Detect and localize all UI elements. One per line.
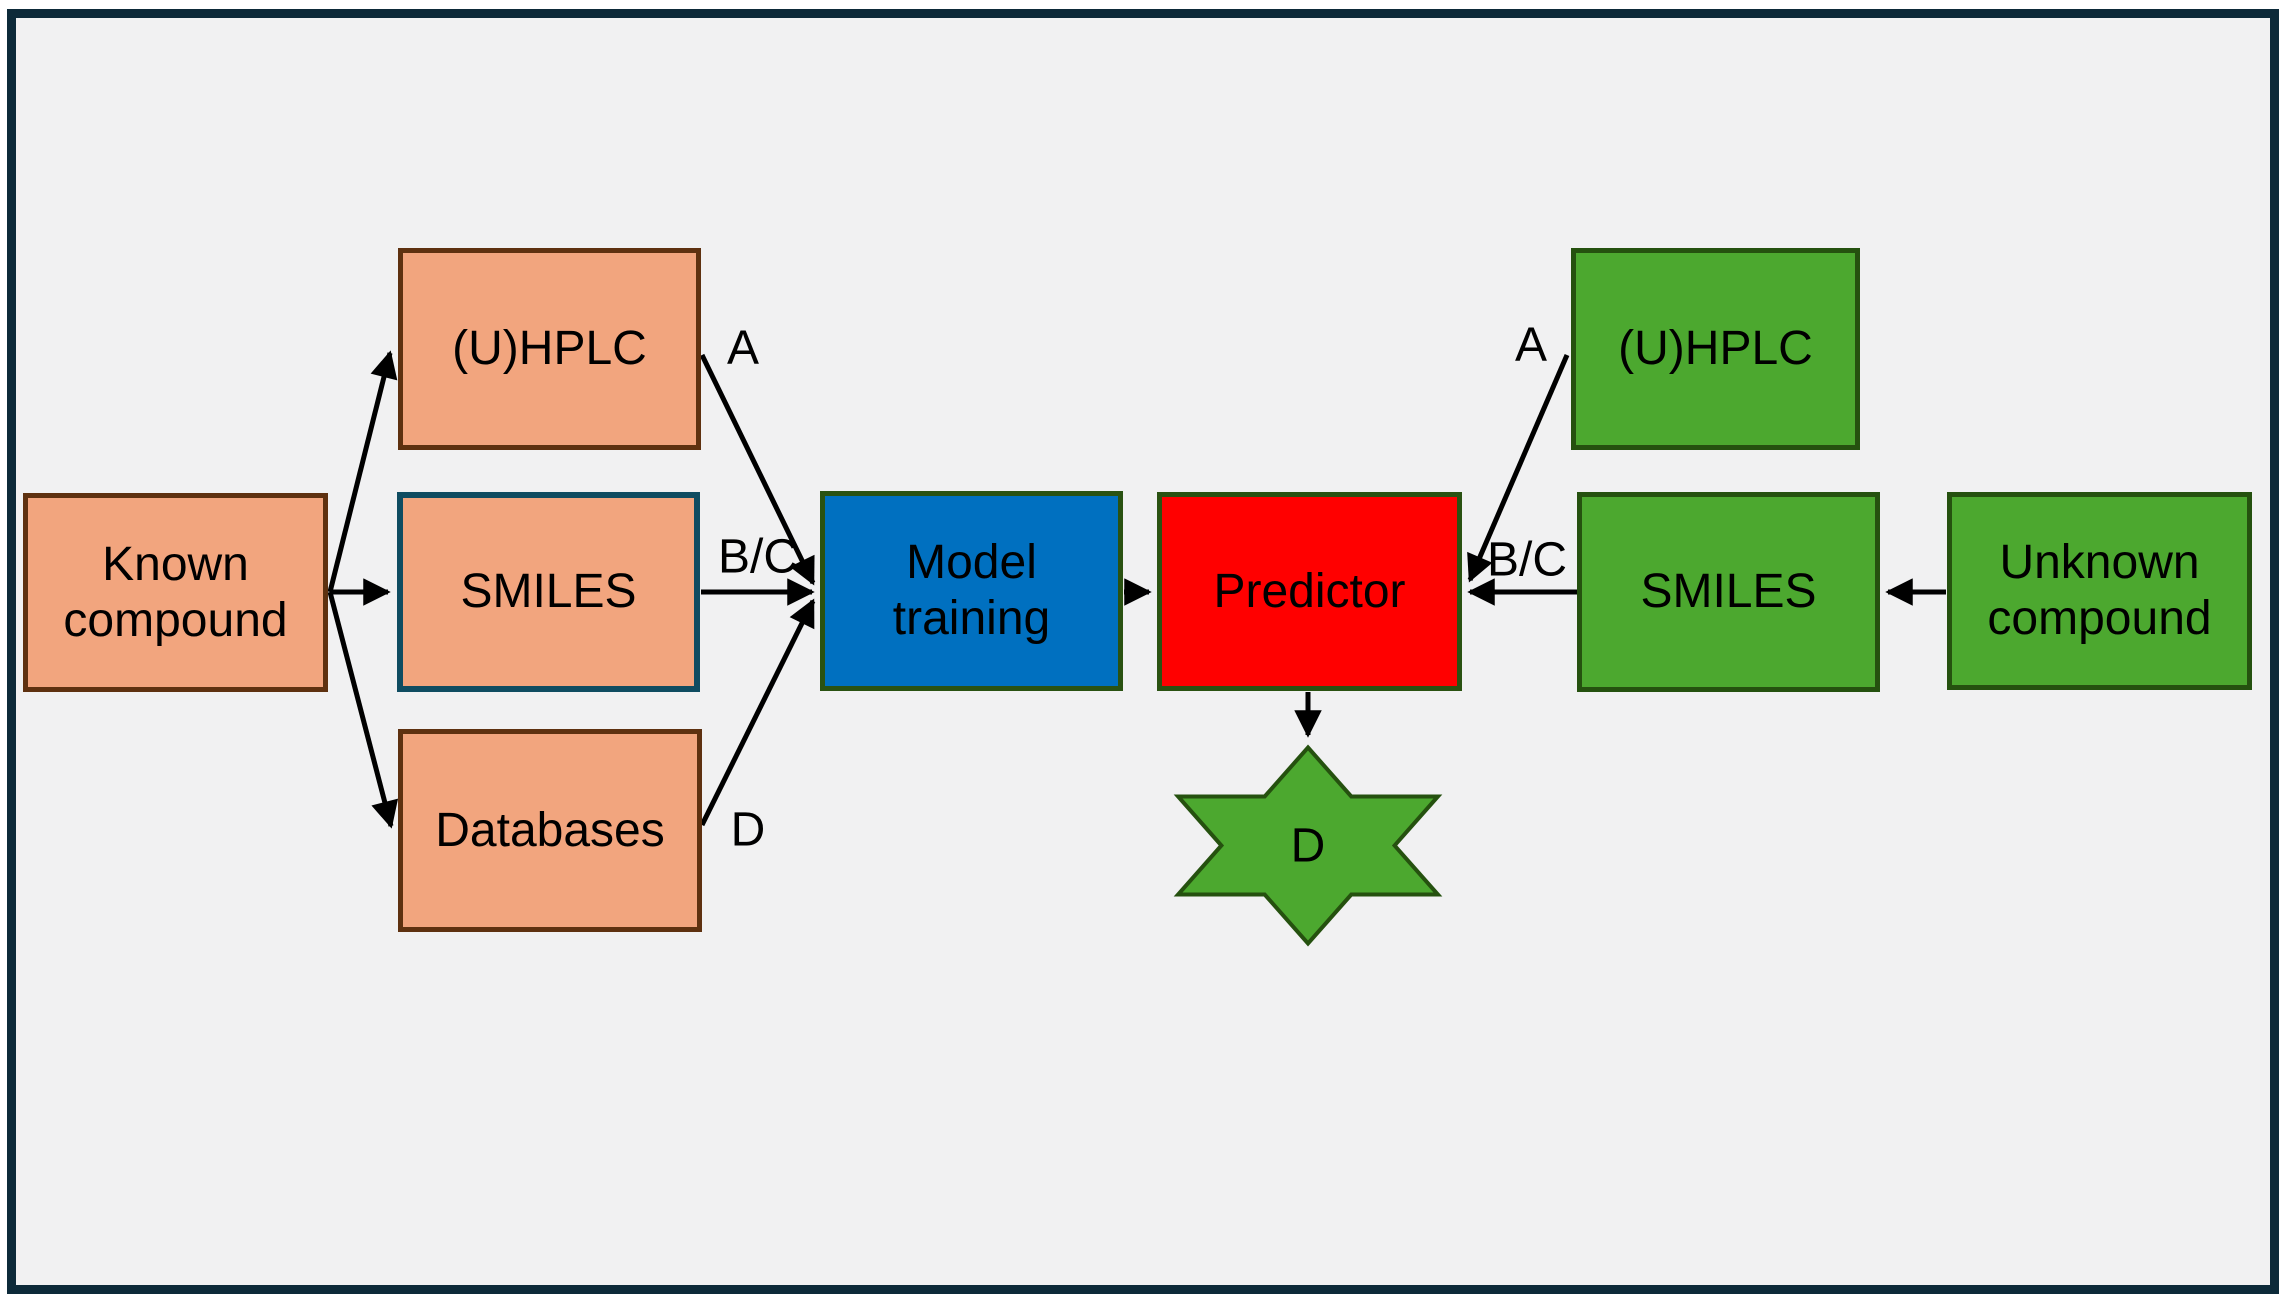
arrow-databases-to-model [699,598,816,827]
edge-label-train-bc: B/C [717,530,799,584]
edge-label-predict-a: A [1514,318,1548,372]
node-smiles-right-label: SMILES [1640,565,1817,619]
node-predictor: Predictor [1157,492,1462,691]
node-known-compound: Known compound [23,493,328,692]
node-uhplc-right-label: (U)HPLC [1618,322,1813,376]
node-uhplc-left: (U)HPLC [398,248,701,450]
star-polygon [1173,744,1443,947]
star-shape [1173,744,1443,947]
arrow-uhplc-to-model [699,353,816,586]
node-unknown-compound: Unknown compound [1947,492,2252,690]
arrow-known-to-databases [327,591,399,829]
edge-label-predict-bc: B/C [1486,533,1568,587]
node-predictor-label: Predictor [1213,564,1406,618]
node-uhplc-right: (U)HPLC [1571,248,1860,450]
node-smiles-left-label: SMILES [460,565,637,619]
node-smiles-right: SMILES [1577,492,1880,692]
edge-label-train-a: A [726,321,760,375]
output-star: D [1153,743,1463,948]
diagram-frame [7,9,2279,1294]
node-known-compound-label: Known compound [63,537,288,647]
node-uhplc-left-label: (U)HPLC [452,322,647,376]
edge-label-train-d: D [730,803,766,857]
node-databases: Databases [398,729,702,932]
arrow-uhplc-right-to-predictor [1467,354,1570,583]
node-smiles-left: SMILES [397,492,700,692]
node-unknown-compound-label: Unknown compound [1987,536,2212,645]
arrow-known-to-uhplc [327,350,398,593]
node-databases-label: Databases [435,803,665,857]
node-model-training-label: Model training [892,536,1051,645]
node-model-training: Model training [820,491,1123,691]
output-star-label: D [1290,819,1326,872]
